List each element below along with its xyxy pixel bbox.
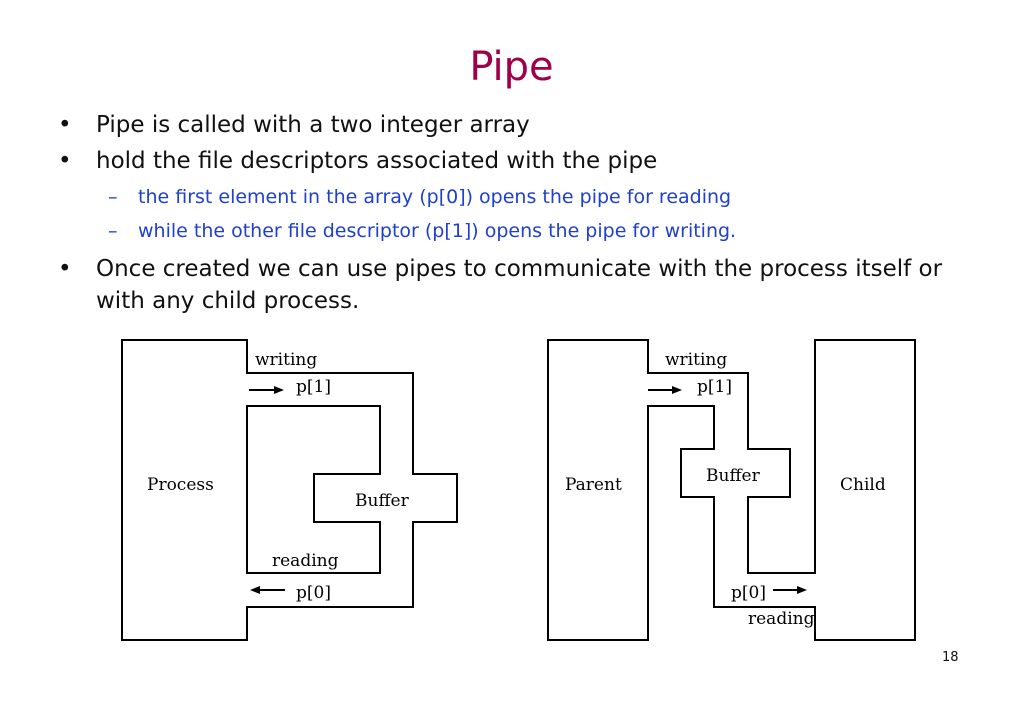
bullet-text: Pipe is called with a two integer array [96, 112, 530, 138]
slide-number: 18 [942, 650, 959, 665]
write-arrow-head [274, 386, 284, 394]
pipe-inner-outline [246, 405, 381, 574]
sub-bullet-item: – the first element in the array (p[0]) … [108, 184, 732, 210]
p1-label: p[1] [296, 377, 331, 397]
parent-label: Parent [565, 475, 622, 495]
writing-label: writing [665, 350, 727, 370]
reading-label: reading [272, 551, 339, 571]
buffer-label: Buffer [355, 491, 410, 511]
read-arrow-head [797, 586, 807, 594]
p0-label: p[0] [731, 583, 766, 603]
sub-bullet-text: the first element in the array (p[0]) op… [138, 186, 732, 208]
process-label: Process [147, 475, 214, 495]
parent-pipe-outline [547, 339, 916, 641]
write-arrow-head [672, 386, 682, 394]
sub-bullet-item: – while the other file descriptor (p[1])… [108, 218, 737, 244]
buffer-label: Buffer [706, 466, 761, 486]
bullet-item: • hold the file descriptors associated w… [58, 145, 976, 177]
bullet-glyph: • [58, 148, 72, 174]
p0-label: p[0] [296, 583, 331, 603]
child-label: Child [840, 475, 886, 495]
parent-child-pipe-diagram: writing p[1] Parent Buffer Child p[0] re… [547, 339, 916, 641]
reading-label: reading [748, 609, 815, 629]
slide-title: Pipe [469, 44, 554, 90]
bullet-text: hold the file descriptors associated wit… [96, 148, 658, 174]
p1-label: p[1] [697, 377, 732, 397]
process-pipe-diagram: writing p[1] Process Buffer reading p[0] [121, 339, 458, 641]
sub-bullet-text: while the other file descriptor (p[1]) o… [138, 220, 737, 242]
sub-bullet-glyph: – [108, 186, 118, 208]
bullet-glyph: • [58, 256, 72, 282]
bullet-item: • Pipe is called with a two integer arra… [58, 109, 976, 141]
writing-label: writing [255, 350, 317, 370]
read-arrow-head [250, 586, 260, 594]
bullet-text: Once created we can use pipes to communi… [96, 256, 943, 314]
bullet-glyph: • [58, 112, 72, 138]
sub-bullet-glyph: – [108, 220, 118, 242]
process-outline [121, 339, 458, 641]
bullet-item: • Once created we can use pipes to commu… [58, 253, 976, 317]
